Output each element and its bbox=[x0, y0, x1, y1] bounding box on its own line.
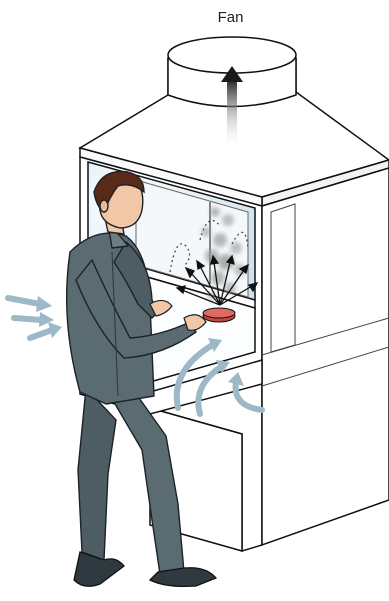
cabinet-right-side bbox=[262, 168, 389, 545]
airflow-arrow-left-3 bbox=[30, 330, 52, 338]
airflow-arrow-left-2 bbox=[14, 318, 42, 320]
worker-left-leg bbox=[78, 388, 116, 560]
fan-label: Fan bbox=[0, 9, 389, 26]
worker-ear bbox=[100, 200, 108, 212]
worker-shoes bbox=[74, 552, 216, 586]
reaction-dish bbox=[203, 308, 235, 322]
airflow-arrow-left-1 bbox=[8, 298, 40, 304]
